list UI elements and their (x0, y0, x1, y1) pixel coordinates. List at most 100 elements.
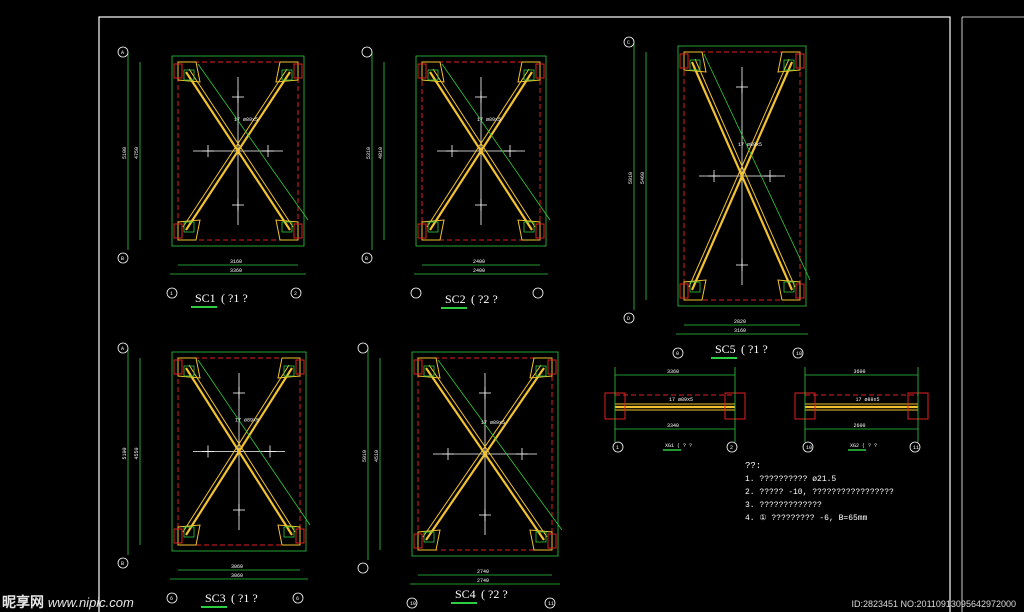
gusset-plate (517, 61, 541, 83)
drawing-title: SC3 (205, 591, 226, 605)
drawing-title: SC4 (455, 587, 476, 601)
width-dimension: 3160 (230, 259, 242, 265)
note-line-1: 1. ?????????? ø21.5 (745, 475, 837, 484)
grid-bubble-label: 10 (410, 601, 416, 607)
width-dimension: 3060 (231, 564, 243, 570)
drawing-title-suffix: ( ?2 ? (481, 587, 508, 601)
width-dimension: 2740 (477, 569, 489, 575)
column-section (547, 533, 557, 549)
column-section (547, 359, 557, 375)
detail-box (427, 221, 439, 233)
gusset-plate (177, 357, 201, 379)
brace-diagonal-2 (185, 367, 293, 536)
side-dimension: 5310 (366, 147, 372, 159)
notes-heading: ??: (745, 461, 762, 471)
detail-box (183, 221, 195, 233)
detail-box (183, 69, 195, 81)
tie-grid-bubble-label: 2 (730, 445, 733, 451)
column-section (417, 63, 427, 79)
grid-bubble-label: 0 (676, 351, 679, 357)
grid-bubble-left-label: D (627, 316, 630, 322)
column-section (293, 63, 303, 79)
brace-diagonal-2-edge (426, 68, 530, 228)
height-dimension: 4510 (374, 450, 380, 462)
brace-diagonal-2 (185, 71, 291, 231)
detail-box (689, 281, 701, 293)
height-dimension: 5460 (640, 172, 646, 184)
grid-bubble-bottom (544, 597, 556, 609)
brace-length-dimension (197, 359, 311, 526)
column-section (795, 53, 805, 69)
grid-bubble-bottom (292, 592, 304, 604)
grid-bubble-left-label: B (365, 256, 368, 262)
tie-grid-bubble (802, 441, 814, 453)
column-section (295, 528, 305, 544)
detail-box (281, 69, 293, 81)
grid-bubble-left-label: A (121, 346, 124, 352)
grid-bubble-label: 6 (170, 596, 173, 602)
dimension-frame (171, 55, 305, 247)
gusset-plate (177, 61, 201, 83)
grid-bubble-bottom (166, 592, 178, 604)
watermark-brand: 昵享网 www.nipic.com (2, 592, 134, 612)
tie-grid-bubble (726, 441, 738, 453)
grid-boundary (421, 61, 541, 241)
brace-diagonal-2 (425, 367, 545, 541)
grid-bubble-left (117, 342, 129, 354)
detail-box (283, 365, 295, 377)
tie-title: XG1 ( ? ? (665, 443, 692, 449)
width-dimension: 2400 (473, 259, 485, 265)
note-line-3: 3. ????????????? (745, 501, 822, 510)
drawing-title-suffix: ( ?2 ? (471, 292, 498, 306)
drawing-title: SC1 (195, 291, 216, 305)
drawing-title-suffix: ( ?1 ? (231, 591, 258, 605)
gusset-plate (417, 357, 441, 379)
column-section (679, 53, 689, 69)
column-section (535, 223, 545, 239)
drawing-title-suffix: ( ?1 ? (221, 291, 248, 305)
member-callout: 17 ø89x5 (477, 117, 501, 123)
grid-bubble-left (117, 557, 129, 569)
total-dimension: 3060 (231, 573, 243, 579)
tie-member-callout: 17 ø89x5 (856, 397, 880, 403)
column-section (535, 63, 545, 79)
note-line-2: 2. ????? -10, ????????????????? (745, 488, 894, 497)
grid-bubble-left (361, 46, 373, 58)
grid-bubble-left-label: B (121, 256, 124, 262)
grid-bubble-left (361, 252, 373, 264)
watermark-id: ID:2823451 NO:20110913095642972000 (851, 599, 1016, 609)
height-dimension: 4750 (134, 147, 140, 159)
grid-bubble-bottom (532, 287, 544, 299)
total-dimension: 2400 (473, 268, 485, 274)
tie-grid-bubble (909, 441, 921, 453)
gusset-plate (275, 219, 299, 241)
tie-dim-text: 2600 (854, 423, 866, 429)
tie-top-dim-text: 3600 (854, 369, 866, 375)
tie-title: XG2 ( ? ? (850, 443, 877, 449)
column-section (295, 359, 305, 375)
grid-bubble-bottom (406, 597, 418, 609)
brace-length-dimension (197, 63, 309, 221)
side-dimension: 5910 (628, 172, 634, 184)
grid-boundary (177, 357, 301, 546)
detail-box (427, 69, 439, 81)
brace-diagonal-2-edge (182, 364, 290, 533)
dimension-frame (411, 351, 559, 557)
detail-box (783, 281, 795, 293)
dimension-frame (415, 55, 547, 247)
grid-bubble-left (117, 252, 129, 264)
brace-length-dimension (437, 359, 563, 531)
note-line-4: 4. ① ????????? -6, B=65mm (745, 514, 868, 523)
column-section (173, 359, 183, 375)
grid-bubble-left (357, 342, 369, 354)
gusset-plate (529, 357, 553, 379)
total-dimension: 2740 (477, 578, 489, 584)
member-callout: 17 ø89x5 (481, 420, 505, 426)
member-callout: 17 ø89x5 (234, 117, 258, 123)
grid-bubble-bottom (410, 287, 422, 299)
total-dimension: 3360 (230, 268, 242, 274)
